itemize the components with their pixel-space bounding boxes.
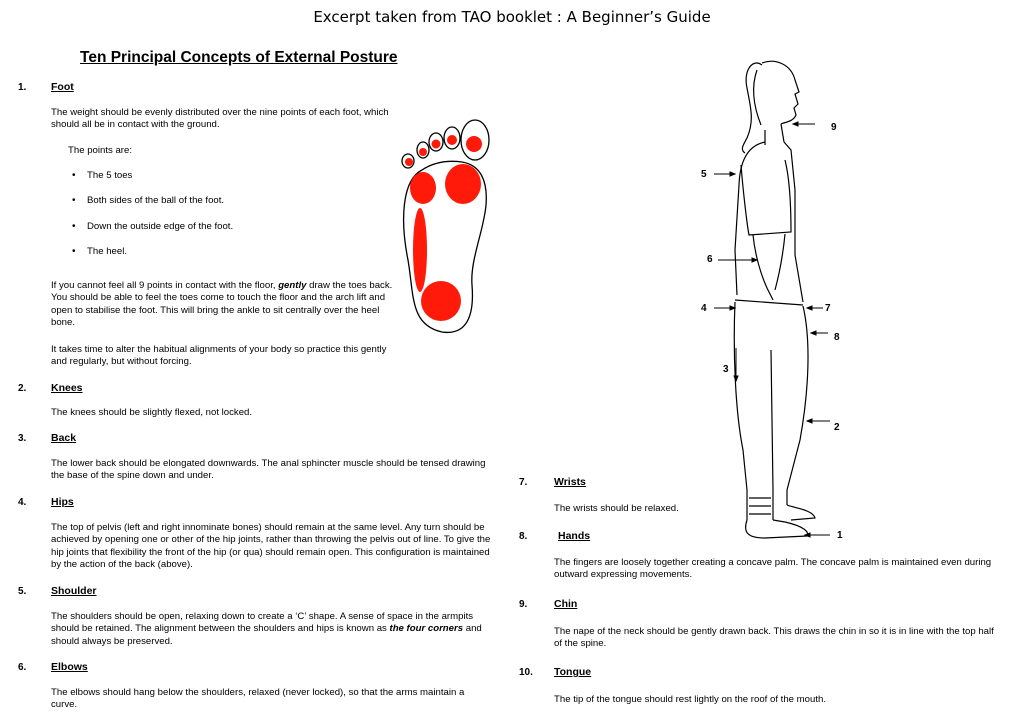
- section-heading-elbows: Elbows: [51, 661, 88, 673]
- foot-point-item: The heel.: [72, 246, 127, 259]
- section-number-10: 10.: [519, 667, 533, 678]
- figure-label-3: 3: [723, 364, 729, 375]
- shoulder-text: The shoulders should be open, relaxing d…: [51, 611, 482, 647]
- hips-text: The top of pelvis (left and right innomi…: [51, 522, 491, 571]
- foot-paragraph-1: The weight should be evenly distributed …: [51, 107, 389, 131]
- section-heading-hands: Hands: [558, 530, 591, 542]
- figure-label-1: 1: [837, 530, 843, 541]
- chin-text: The nape of the neck should be gently dr…: [554, 626, 994, 650]
- foot-diagram: [401, 119, 490, 333]
- section-number-3: 3.: [18, 433, 27, 444]
- page-header: Excerpt taken from TAO booklet : A Begin…: [313, 8, 711, 26]
- hands-text: The fingers are loosely together creatin…: [554, 557, 992, 581]
- foot-point-item: The 5 toes: [72, 170, 132, 183]
- figure-label-8: 8: [834, 332, 840, 343]
- figure-label-6: 6: [707, 254, 713, 265]
- section-number-7: 7.: [519, 477, 528, 488]
- section-number-4: 4.: [18, 497, 27, 508]
- section-number-1: 1.: [18, 82, 27, 93]
- figure-label-5: 5: [701, 169, 707, 180]
- foot-paragraph-2: If you cannot feel all 9 points in conta…: [51, 280, 393, 329]
- elbows-text: The elbows should hang below the shoulde…: [51, 687, 465, 711]
- foot-point-item: Both sides of the ball of the foot.: [72, 195, 224, 208]
- wrists-text: The wrists should be relaxed.: [554, 503, 679, 514]
- foot-points-intro: The points are:: [68, 145, 132, 156]
- posture-figure: [733, 60, 816, 539]
- page-title: Ten Principal Concepts of External Postu…: [80, 49, 398, 66]
- section-heading-hips: Hips: [51, 496, 74, 508]
- section-number-6: 6.: [18, 662, 27, 673]
- figure-label-2: 2: [834, 422, 840, 433]
- figure-arrows: [714, 121, 830, 538]
- knees-text: The knees should be slightly flexed, not…: [51, 407, 253, 418]
- section-heading-foot: Foot: [51, 81, 74, 93]
- section-number-2: 2.: [18, 383, 27, 394]
- back-text: The lower back should be elongated downw…: [51, 458, 486, 482]
- figure-label-9: 9: [831, 122, 837, 133]
- foot-paragraph-3: It takes time to alter the habitual alig…: [51, 344, 387, 368]
- section-heading-tongue: Tongue: [554, 666, 592, 678]
- section-heading-wrists: Wrists: [554, 476, 586, 488]
- section-number-8: 8.: [519, 531, 528, 542]
- section-number-5: 5.: [18, 586, 27, 597]
- section-heading-shoulder: Shoulder: [51, 585, 97, 597]
- figure-label-7: 7: [825, 303, 831, 314]
- figure-label-4: 4: [701, 303, 707, 314]
- foot-point-item: Down the outside edge of the foot.: [72, 221, 233, 234]
- tongue-text: The tip of the tongue should rest lightl…: [554, 694, 826, 705]
- section-number-9: 9.: [519, 599, 528, 610]
- section-heading-knees: Knees: [51, 382, 83, 394]
- section-heading-back: Back: [51, 432, 77, 444]
- section-heading-chin: Chin: [554, 598, 578, 610]
